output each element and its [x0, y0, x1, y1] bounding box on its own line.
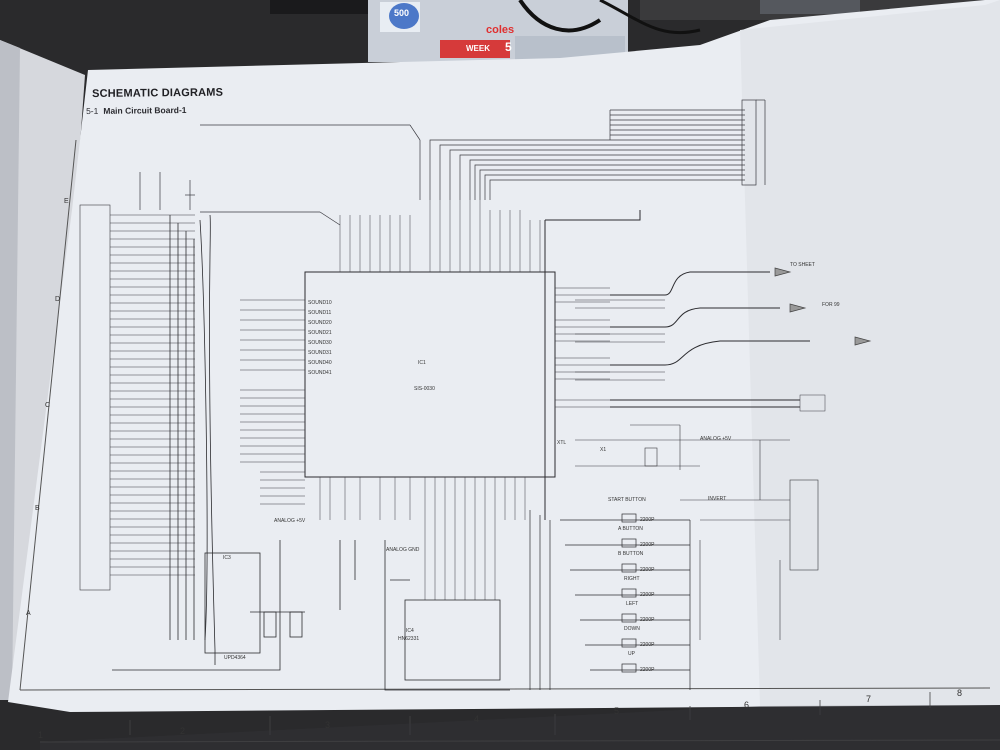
column-number: 4: [474, 714, 480, 724]
row-letter: E: [64, 198, 69, 205]
lower-mid-ic-part-number: HN62331: [398, 636, 420, 642]
lower-left-ic-reference: IC3: [223, 555, 231, 561]
button-label: DOWN: [624, 626, 640, 632]
capacitor-value: 2200P: [640, 642, 655, 648]
row-letter: A: [26, 610, 31, 617]
column-number: 5: [614, 706, 620, 716]
button-label: UP: [628, 651, 635, 657]
row-letter: B: [35, 505, 40, 512]
column-number: 6: [744, 700, 750, 710]
store-name: coles: [486, 24, 515, 36]
sound-label: SOUND41: [308, 370, 332, 376]
sheet-subheading: 5-1 Main Circuit Board-1: [86, 105, 187, 116]
button-label: LEFT: [626, 601, 639, 607]
capacitor-value: 2200P: [640, 567, 655, 573]
crystal-reference: X1: [600, 447, 607, 453]
capacitor-value: 2200P: [640, 667, 655, 673]
button-label: RIGHT: [624, 576, 640, 582]
sound-label: SOUND40: [308, 360, 332, 366]
button-label: B BUTTON: [618, 551, 644, 557]
row-letter: C: [45, 402, 51, 409]
column-number: 3: [325, 720, 331, 730]
analog-label: ANALOG +5V: [274, 518, 306, 524]
capacitor-value: 2200P: [640, 517, 655, 523]
week-label: WEEK: [466, 44, 490, 53]
right-label: ANALOG +5V: [700, 436, 732, 442]
column-number: 1: [38, 730, 44, 740]
lower-mid-ic-reference: IC4: [406, 628, 414, 634]
section-number: 5-1: [86, 105, 99, 116]
sound-label: SOUND20: [308, 320, 332, 326]
sound-label: SOUND21: [308, 330, 332, 336]
column-number: 7: [866, 694, 872, 704]
main-ic-part-number: SIS-0030: [414, 386, 435, 392]
sound-label: SOUND11: [308, 310, 332, 316]
analog-label: ANALOG GND: [386, 547, 420, 553]
crystal-label: XTL: [557, 440, 567, 446]
sound-label: SOUND10: [308, 300, 332, 306]
capacitor-value: 2200P: [640, 617, 655, 623]
button-label: START BUTTON: [608, 497, 646, 503]
sheet-heading: SCHEMATIC DIAGRAMS: [92, 86, 224, 100]
sound-label: SOUND30: [308, 340, 332, 346]
sound-label: SOUND31: [308, 350, 332, 356]
section-title: Main Circuit Board-1: [103, 104, 187, 116]
right-label: FOR 99: [822, 302, 840, 308]
main-ic-reference: IC1: [418, 360, 426, 366]
capacitor-value: 2200P: [640, 592, 655, 598]
column-number: 2: [180, 726, 186, 736]
right-label: INVERT: [708, 496, 727, 502]
row-letter: D: [55, 296, 61, 303]
week-number: 5: [505, 40, 512, 54]
right-label: TO SHEET: [790, 262, 815, 268]
button-label: A BUTTON: [618, 526, 643, 532]
column-number: 8: [957, 688, 963, 698]
badge-number: 500: [394, 8, 410, 18]
lower-left-ic-part-number: UPD4364: [224, 655, 246, 661]
capacitor-value: 2200P: [640, 542, 655, 548]
